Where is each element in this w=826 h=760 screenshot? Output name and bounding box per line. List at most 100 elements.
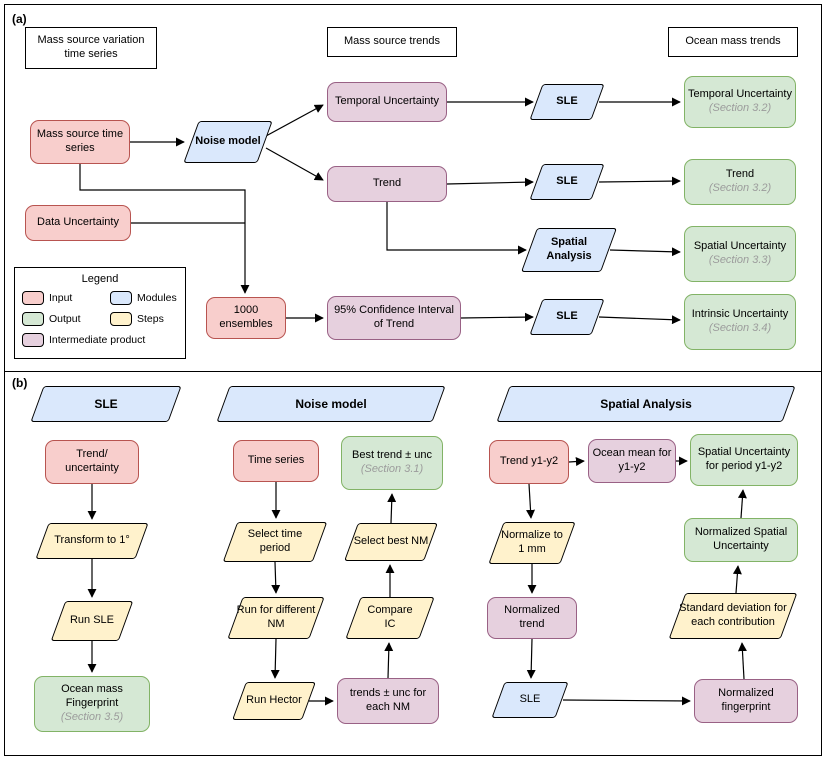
legend-swatch-steps — [110, 312, 132, 326]
node-label: Trend — [372, 177, 402, 190]
intermediate-trends-unc-each-nm: trends ± unc for each NM — [337, 678, 439, 724]
legend-label: Steps — [137, 313, 164, 325]
step-label: Compare IC — [367, 604, 413, 630]
module-sle-intrinsic: SLE — [527, 299, 607, 335]
section-ref: (Section 3.5) — [60, 710, 124, 723]
legend-label: Intermediate product — [49, 334, 146, 346]
section-ref: (Section 3.3) — [708, 254, 772, 266]
intermediate-95-confidence-interval: 95% Confidence Interval of Trend — [327, 296, 461, 340]
step-label: Run SLE — [69, 614, 115, 627]
node-label: Intrinsic Uncertainty — [691, 308, 789, 321]
intermediate-normalized-trend: Normalized trend — [487, 597, 577, 639]
legend-item-output: Output — [22, 312, 106, 326]
step-transform-to-1-degree: Transform to 1° — [33, 523, 151, 559]
step-label: Select time period — [247, 528, 303, 554]
intermediate-ocean-mean-y1-y2: Ocean mean for y1-y2 — [588, 439, 676, 483]
legend-swatch-intermediate — [22, 333, 44, 347]
header-label: Ocean mass trends — [685, 35, 781, 48]
node-label: Trend/ uncertainty — [65, 448, 119, 474]
module-label: SLE — [556, 95, 578, 108]
step-label: Run for different NM — [236, 604, 316, 630]
output-normalized-spatial-uncertainty: Normalized Spatial Uncertainty — [684, 518, 798, 562]
output-spatial-uncertainty: Spatial Uncertainty (Section 3.3) — [684, 226, 796, 282]
module-sle-spatial: SLE — [489, 682, 571, 718]
header-ocean-mass-trends: Ocean mass trends — [668, 27, 798, 57]
step-label: Run Hector — [246, 694, 302, 707]
step-select-time-period: Select time period — [221, 522, 329, 562]
section-ref: (Section 3.2) — [708, 182, 772, 194]
output-best-trend-unc: Best trend ± unc (Section 3.1) — [341, 436, 443, 490]
node-label: Spatial Uncertainty for period y1-y2 — [697, 446, 791, 472]
legend-label: Modules — [137, 292, 177, 304]
output-temporal-uncertainty: Temporal Uncertainty (Section 3.2) — [684, 76, 796, 128]
node-label: Trend — [725, 168, 755, 181]
output-ocean-mass-fingerprint: Ocean mass Fingerprint (Section 3.5) — [34, 676, 150, 732]
intermediate-normalized-fingerprint: Normalized fingerprint — [694, 679, 798, 723]
node-label: trends ± unc for each NM — [349, 687, 427, 713]
module-noise-model: Noise model — [182, 121, 274, 163]
input-data-uncertainty: Data Uncertainty — [25, 205, 131, 241]
node-label: Temporal Uncertainty — [688, 88, 792, 101]
node-label: Mass source time series — [36, 128, 124, 154]
module-label: Spatial Analysis — [546, 236, 592, 262]
node-label: 1000 ensembles — [219, 304, 273, 330]
module-sle-temporal: SLE — [527, 84, 607, 120]
step-label: Transform to 1° — [54, 534, 130, 547]
module-header-label: Noise model — [295, 396, 367, 411]
node-label: Normalized Spatial Uncertainty — [694, 526, 788, 552]
input-time-series: Time series — [233, 440, 319, 482]
step-normalize-to-1mm: Normalize to 1 mm — [487, 522, 577, 564]
legend-item-modules: Modules — [110, 291, 178, 305]
output-intrinsic-uncertainty: Intrinsic Uncertainty (Section 3.4) — [684, 294, 796, 350]
step-run-for-different-nm: Run for different NM — [226, 597, 326, 639]
node-label: Normalized fingerprint — [718, 687, 774, 713]
output-spatial-uncertainty-period: Spatial Uncertainty for period y1-y2 — [690, 434, 798, 486]
legend-label: Input — [49, 292, 73, 304]
step-select-best-nm: Select best NM — [342, 523, 440, 561]
step-compare-ic: Compare IC — [344, 597, 436, 639]
header-label: Mass source trends — [344, 35, 440, 48]
module-label: SLE — [556, 175, 578, 188]
legend-item-intermediate-product: Intermediate product — [22, 333, 178, 347]
header-mass-source-variation-time-series: Mass source variation time series — [25, 27, 157, 69]
step-label: Normalize to 1 mm — [501, 529, 563, 555]
figure-frame — [4, 4, 822, 756]
legend-item-steps: Steps — [110, 312, 178, 326]
node-label: Time series — [247, 454, 305, 467]
legend-title: Legend — [81, 273, 119, 285]
legend-label: Output — [49, 313, 81, 325]
legend-swatch-output — [22, 312, 44, 326]
input-trend-y1-y2: Trend y1-y2 — [489, 440, 569, 484]
panel-b-tag: (b) — [12, 376, 28, 390]
module-header-label: SLE — [94, 396, 118, 411]
intermediate-temporal-uncertainty: Temporal Uncertainty — [327, 82, 447, 122]
legend-swatch-modules — [110, 291, 132, 305]
node-label: 95% Confidence Interval of Trend — [334, 304, 454, 330]
step-label: Select best NM — [353, 535, 429, 548]
section-ref: (Section 3.2) — [708, 102, 772, 114]
module-label: Noise model — [195, 135, 261, 148]
panel-divider — [4, 371, 822, 372]
module-label: SLE — [556, 310, 578, 323]
legend-item-input: Input — [22, 291, 106, 305]
node-label: Normalized trend — [504, 604, 560, 630]
output-trend: Trend (Section 3.2) — [684, 159, 796, 205]
module-spatial-analysis: Spatial Analysis — [520, 228, 618, 272]
module-header-sle: SLE — [28, 386, 184, 422]
header-label: Mass source variation time series — [37, 34, 145, 60]
header-mass-source-trends: Mass source trends — [327, 27, 457, 57]
legend-swatch-input — [22, 291, 44, 305]
node-label: Ocean mass Fingerprint — [61, 683, 123, 710]
module-sle-trend: SLE — [527, 164, 607, 200]
module-header-spatial-analysis: Spatial Analysis — [494, 386, 798, 422]
node-label: Ocean mean for y1-y2 — [592, 447, 672, 473]
step-label: Standard deviation for each contribution — [679, 602, 787, 628]
step-run-sle: Run SLE — [49, 601, 135, 641]
node-label: Best trend ± unc — [351, 449, 433, 462]
section-ref: (Section 3.1) — [360, 463, 424, 475]
section-ref: (Section 3.4) — [708, 322, 772, 334]
module-header-noise-model: Noise model — [214, 386, 448, 422]
module-label: SLE — [519, 693, 541, 706]
intermediate-trend: Trend — [327, 166, 447, 202]
